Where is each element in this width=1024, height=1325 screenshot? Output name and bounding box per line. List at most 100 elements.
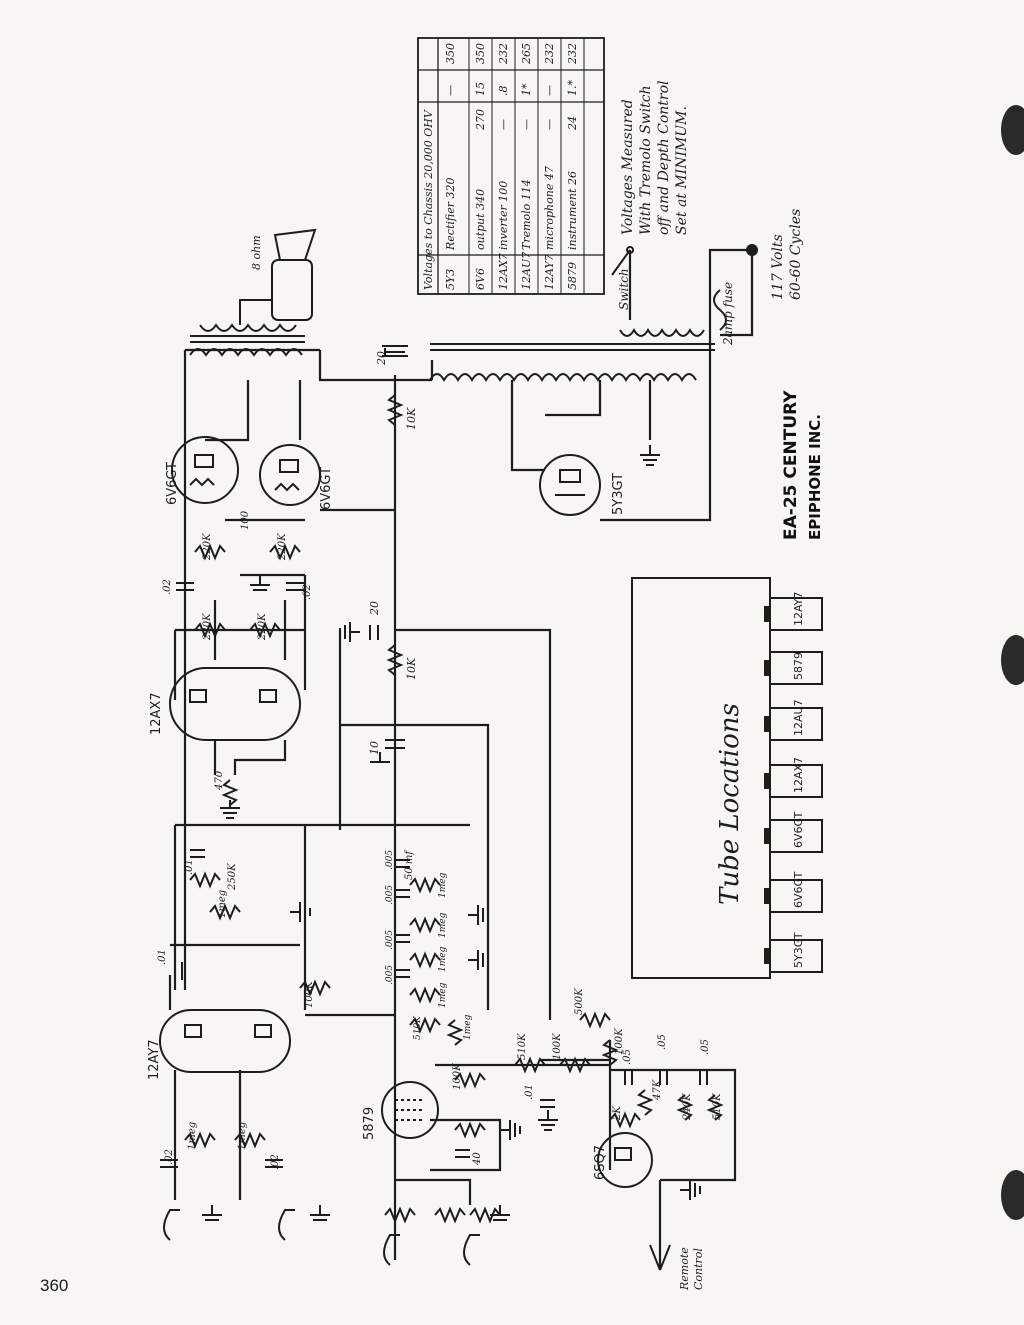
label-r-plate: 100K (304, 981, 315, 1008)
svg-text:microphone 47: microphone 47 (543, 166, 556, 250)
svg-text:12AU7: 12AU7 (792, 699, 805, 736)
tube-6sq7-tremolo-icon (597, 1132, 653, 1188)
ground-symbols (202, 445, 701, 1221)
svg-text:5Y3GT: 5Y3GT (792, 932, 805, 968)
schematic-title-maker: EPIPHONE INC. (806, 414, 824, 540)
tube-socket: 12AU7 (764, 699, 823, 741)
label-r-10k-a: 10K (405, 657, 418, 680)
label-r-1meg-c: 1meg (438, 946, 448, 972)
svg-text:Tremolo 114: Tremolo 114 (520, 179, 533, 250)
label-c-cpl: .01 (157, 949, 168, 965)
svg-text:.8: .8 (497, 86, 510, 97)
label-r-220k-c: 220K (202, 613, 213, 641)
svg-text:Voltages Measured: Voltages Measured (620, 99, 636, 235)
svg-text:—: — (497, 119, 510, 130)
label-c-05c: .05 (700, 1039, 711, 1055)
svg-text:6V6GT: 6V6GT (792, 871, 805, 908)
tube-locations-panel: Tube Locations 5Y3GT 6V6GT 6V6GT 12AX7 1… (631, 577, 823, 979)
svg-text:232: 232 (497, 43, 510, 65)
tube-socket: 6V6GT (764, 871, 823, 913)
binder-holes (1001, 105, 1024, 1220)
tube-label-v-trem: 6SQ7 (593, 1145, 608, 1180)
voltage-table-row: 5Y3 Rectifier 320 — 350 (444, 43, 457, 290)
tube-label-v-mic: 12AY7 (147, 1039, 162, 1080)
resistors (184, 394, 724, 1224)
output-transformer (189, 323, 305, 357)
svg-text:6V6: 6V6 (474, 268, 487, 290)
power-cycles-label: 60-60 Cycles (788, 209, 804, 300)
label-r-in2: 1meg (237, 1122, 248, 1150)
svg-text:—: — (520, 119, 533, 130)
label-c-in1: .02 (164, 1149, 175, 1165)
voltage-table-row: 12AY7 microphone 47 — — 232 (543, 43, 556, 290)
svg-text:12AU7: 12AU7 (520, 252, 533, 290)
label-c-tone: .01 (184, 859, 195, 875)
voltage-table-header: Voltages to Chassis 20,000 OHV (422, 109, 435, 290)
label-r-1meg-b: 1meg (438, 912, 448, 938)
tube-12ax7-inverter-icon (169, 667, 301, 741)
voltage-table-row: 12AU7 Tremolo 114 — 1* 265 (520, 43, 533, 290)
label-c-01b: .01 (524, 1084, 535, 1100)
tube-6v6-1-icon (171, 436, 239, 504)
label-c-02a: .02 (162, 579, 173, 595)
voltage-table-row: 6V6 output 340 270 15 350 (474, 43, 487, 290)
remote-control-jack-icon (649, 1244, 671, 1271)
switch-label: Switch (617, 268, 631, 310)
label-r-510k-c: 510K (712, 1093, 723, 1120)
tube-12ay7-mic-icon (159, 1009, 291, 1073)
svg-text:232: 232 (543, 43, 556, 65)
svg-text:12AY7: 12AY7 (543, 254, 556, 290)
svg-text:350: 350 (444, 43, 457, 64)
tube-label-v-inv: 12AX7 (149, 692, 164, 735)
label-r-510k: 510K (413, 1015, 423, 1040)
svg-text:—: — (543, 119, 556, 130)
tube-5y3-rectifier-icon (539, 454, 601, 516)
tube-socket: 5879 (764, 651, 823, 685)
label-c-005c: .005 (385, 930, 395, 950)
label-c-in2: .02 (270, 1154, 281, 1170)
label-pot-vol: 1meg (217, 890, 228, 918)
label-r-500k: 500K (574, 988, 585, 1015)
page-number: 360 (40, 1276, 69, 1295)
svg-text:—: — (543, 85, 556, 96)
label-r-47k: 47K (652, 1079, 663, 1101)
tube-5879-instrument-icon (381, 1081, 439, 1139)
voltage-note: Voltages Measured With Tremolo Switch of… (620, 80, 690, 235)
svg-text:5879: 5879 (566, 262, 579, 290)
label-r-510k-b: 510K (517, 1033, 528, 1060)
svg-text:265: 265 (520, 43, 533, 65)
svg-text:1.*: 1.* (566, 80, 579, 96)
label-r-tone: 250K (227, 863, 238, 891)
svg-text:With Tremolo Switch: With Tremolo Switch (638, 85, 654, 235)
fuse-icon (713, 289, 727, 331)
label-r-100k-c: 100K (552, 1033, 563, 1060)
tube-socket: 6V6GT (764, 811, 823, 853)
tube-socket: 12AY7 (764, 592, 823, 631)
svg-text:instrument 26: instrument 26 (566, 171, 579, 250)
power-switch-icon (611, 246, 634, 276)
label-c-filt20a: 20 (368, 601, 381, 616)
label-c-40: 40 (472, 1152, 483, 1166)
label-pot-bias: 100 (240, 510, 251, 530)
svg-text:output 340: output 340 (474, 189, 487, 250)
label-r-10k-b: 10K (405, 407, 418, 430)
tube-6v6-2-icon (259, 444, 321, 506)
svg-text:350: 350 (474, 43, 487, 64)
tube-socket: 5Y3GT (764, 932, 823, 973)
tube-socket: 12AX7 (764, 757, 823, 798)
label-r-100k-d: 100K (452, 1063, 463, 1090)
svg-text:1*: 1* (520, 83, 533, 96)
label-r-in1: 1meg (187, 1122, 198, 1150)
svg-text:Rectifier 320: Rectifier 320 (444, 178, 457, 252)
svg-text:—: — (444, 85, 457, 96)
svg-text:5Y3: 5Y3 (444, 269, 457, 290)
label-c-02b: .02 (302, 584, 313, 600)
svg-text:12AX7: 12AX7 (792, 757, 805, 793)
svg-text:270: 270 (474, 109, 487, 131)
speaker-icon (239, 228, 317, 325)
svg-text:232: 232 (566, 43, 579, 65)
input-jack-icons (163, 1209, 480, 1266)
wiring (168, 248, 754, 1270)
